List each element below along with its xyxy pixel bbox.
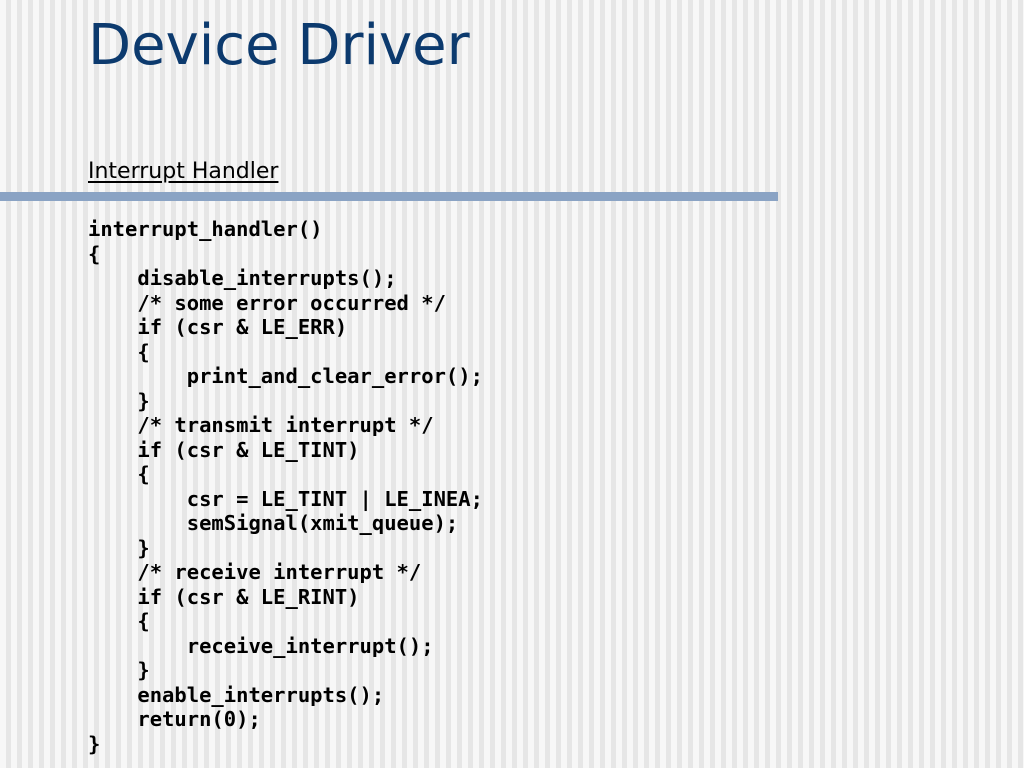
slide-title: Device Driver: [88, 13, 470, 78]
code-line: }: [88, 535, 150, 560]
code-line: return(0);: [88, 707, 261, 731]
code-line: disable_interrupts();: [88, 266, 397, 290]
code-line: if (csr & LE_RINT): [88, 584, 360, 609]
code-line: semSignal(xmit_queue);: [88, 511, 459, 535]
code-line: }: [88, 388, 150, 413]
code-line: print_and_clear_error();: [88, 364, 483, 388]
code-line: if (csr & LE_ERR): [88, 315, 348, 339]
code-line: /* some error occurred */: [88, 290, 446, 315]
code-line: receive_interrupt();: [88, 633, 434, 658]
code-line: }: [88, 731, 101, 756]
code-line: {: [88, 609, 150, 633]
code-line: interrupt_handler(): [88, 217, 323, 241]
code-line: {: [88, 241, 101, 266]
code-line: {: [88, 339, 150, 364]
code-line: if (csr & LE_TINT): [88, 437, 360, 462]
code-line: csr = LE_TINT | LE_INEA;: [88, 486, 483, 511]
code-block: interrupt_handler() { disable_interrupts…: [88, 217, 483, 756]
slide-subtitle: Interrupt Handler: [88, 159, 279, 184]
code-line: /* transmit interrupt */: [88, 413, 434, 437]
code-line: {: [88, 462, 150, 486]
divider-bar: [0, 192, 778, 201]
code-line: }: [88, 658, 150, 682]
code-line: /* receive interrupt */: [88, 560, 422, 584]
code-line: enable_interrupts();: [88, 682, 385, 707]
